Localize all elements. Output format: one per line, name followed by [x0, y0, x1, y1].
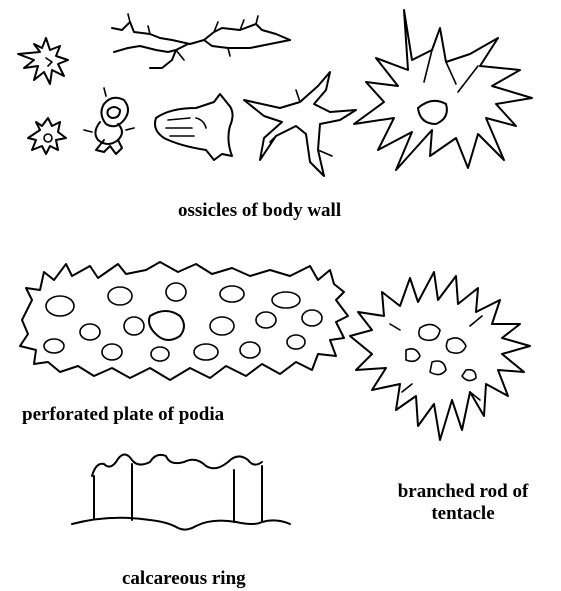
body-wall-ossicles — [18, 10, 532, 176]
label-calcareous-ring: calcareous ring — [122, 568, 246, 590]
ossicle-twig-top — [112, 14, 290, 68]
ossicle-ring — [84, 88, 134, 154]
label-branched-rod: branched rod of tentacle — [368, 481, 558, 525]
ossicle-cross-small — [28, 118, 66, 154]
perforated-plate — [20, 262, 348, 380]
branched-rod — [350, 272, 530, 440]
ossicle-scale — [155, 94, 233, 160]
ossicle-large-star — [354, 10, 532, 170]
label-perforated-plate: perforated plate of podia — [22, 404, 224, 426]
ossicle-branched-star — [244, 72, 356, 176]
calcareous-ring — [72, 454, 290, 529]
ossicle-star-small-1 — [18, 38, 68, 84]
label-body-wall: ossicles of body wall — [178, 200, 341, 222]
